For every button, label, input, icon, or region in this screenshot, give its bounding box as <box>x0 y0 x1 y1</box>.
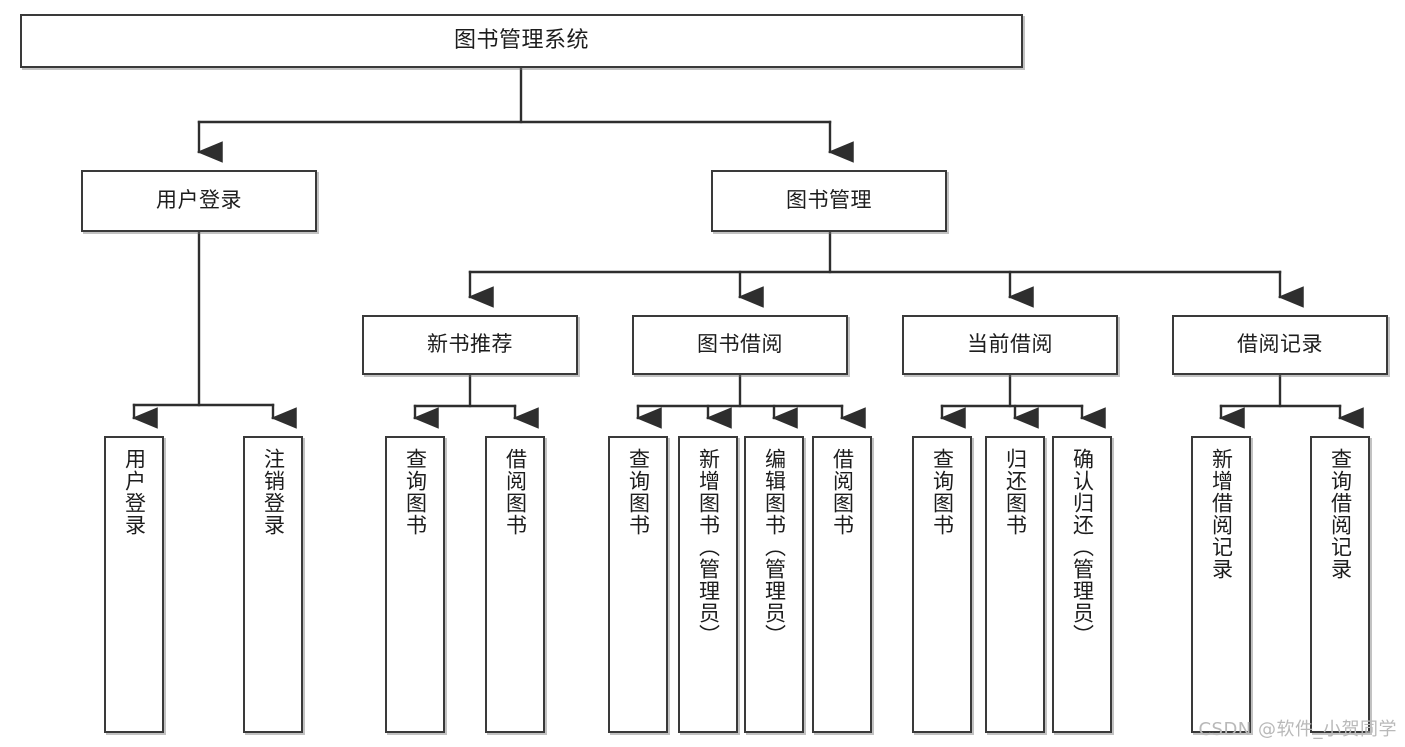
node-leaf-query-book-recommend[interactable]: 查询图书 <box>385 436 445 733</box>
node-leaf-logout-login[interactable]: 注销登录 <box>243 436 303 733</box>
node-leaf-return-book[interactable]: 归还图书 <box>985 436 1045 733</box>
node-root[interactable]: 图书管理系统 <box>20 14 1023 68</box>
node-leaf-add-borrow-record[interactable]: 新增借阅记录 <box>1191 436 1251 733</box>
node-book-borrow[interactable]: 图书借阅 <box>632 315 848 375</box>
node-root-label: 图书管理系统 <box>453 27 589 53</box>
node-new-book-recommend-label: 新书推荐 <box>427 332 513 357</box>
node-leaf-query-book-current[interactable]: 查询图书 <box>912 436 972 733</box>
node-leaf-borrow-book-label: 借阅图书 <box>830 448 855 536</box>
node-user-login-label: 用户登录 <box>156 188 242 213</box>
node-current-borrow-label: 当前借阅 <box>967 332 1053 357</box>
node-leaf-confirm-return-admin-label: 确认归还（管理员） <box>1070 448 1095 646</box>
node-leaf-query-book-borrow[interactable]: 查询图书 <box>608 436 668 733</box>
node-leaf-user-login-label: 用户登录 <box>122 448 147 536</box>
node-leaf-query-borrow-record-label: 查询借阅记录 <box>1328 448 1353 580</box>
node-leaf-borrow-book-recommend[interactable]: 借阅图书 <box>485 436 545 733</box>
node-leaf-borrow-book[interactable]: 借阅图书 <box>812 436 872 733</box>
node-leaf-query-borrow-record[interactable]: 查询借阅记录 <box>1310 436 1370 733</box>
node-borrow-record-label: 借阅记录 <box>1237 332 1323 357</box>
node-leaf-user-login[interactable]: 用户登录 <box>104 436 164 733</box>
watermark: CSDN @软件_小贺同学 <box>1198 719 1397 740</box>
node-leaf-query-book-borrow-label: 查询图书 <box>626 448 651 536</box>
node-leaf-query-book-recommend-label: 查询图书 <box>403 448 428 536</box>
node-book-manage-label: 图书管理 <box>786 188 872 213</box>
node-leaf-add-book-admin[interactable]: 新增图书（管理员） <box>678 436 738 733</box>
node-leaf-confirm-return-admin[interactable]: 确认归还（管理员） <box>1052 436 1112 733</box>
node-leaf-edit-book-admin[interactable]: 编辑图书（管理员） <box>744 436 804 733</box>
node-leaf-edit-book-admin-label: 编辑图书（管理员） <box>762 448 787 646</box>
node-leaf-borrow-book-recommend-label: 借阅图书 <box>503 448 528 536</box>
node-leaf-logout-login-label: 注销登录 <box>261 448 286 536</box>
node-new-book-recommend[interactable]: 新书推荐 <box>362 315 578 375</box>
node-book-manage[interactable]: 图书管理 <box>711 170 947 232</box>
node-leaf-add-borrow-record-label: 新增借阅记录 <box>1209 448 1234 580</box>
node-leaf-query-book-current-label: 查询图书 <box>930 448 955 536</box>
node-borrow-record[interactable]: 借阅记录 <box>1172 315 1388 375</box>
node-book-borrow-label: 图书借阅 <box>697 332 783 357</box>
node-current-borrow[interactable]: 当前借阅 <box>902 315 1118 375</box>
node-leaf-return-book-label: 归还图书 <box>1003 448 1028 536</box>
node-user-login[interactable]: 用户登录 <box>81 170 317 232</box>
node-leaf-add-book-admin-label: 新增图书（管理员） <box>696 448 721 646</box>
